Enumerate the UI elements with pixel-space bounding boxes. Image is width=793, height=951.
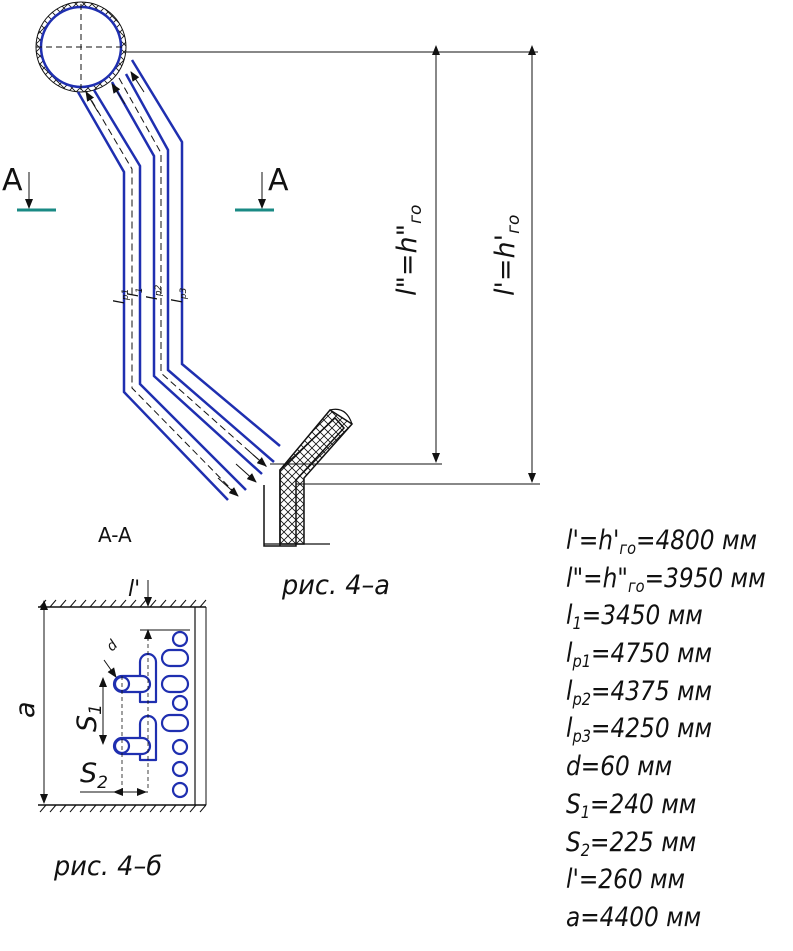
dim-label-outer: l'=h'го [490,215,524,296]
parameter-text: l"=h" [566,562,628,594]
dim-outer-sub: го [504,215,524,234]
parameter-value: =4375 мм [591,675,713,707]
section-mark-label-left: A [2,163,23,198]
section-mark-left: A [2,163,56,212]
parameter-subscript: 1 [580,802,591,823]
section-title: A-A [98,523,132,547]
tube-centerlines [85,77,269,496]
fig-4b: A-A [10,523,207,882]
dim-outer-text: l'=h' [490,234,521,296]
parameter-value: =3450 мм [581,600,703,632]
parameter-row: l'=260 мм [566,861,757,899]
parameter-row: S2=225 мм [566,824,757,862]
tube-labels: lp1 l1 lp2 lp3 [112,284,189,304]
section-mark-right: A [235,163,289,212]
parameter-text: l [566,638,573,670]
parameter-row: l"=h"го=3950 мм [566,560,766,598]
parameter-row: lp1=4750 мм [566,635,757,673]
riser-tubes [76,59,281,501]
parameter-text: S [566,788,581,820]
label-lp3: l [170,299,186,303]
parameter-value: =3950 мм [644,562,766,594]
parameter-row: d=60 мм [566,748,757,786]
section-tubes [112,630,190,799]
parameter-value: =4800 мм [636,525,758,556]
parameter-subscript: 2 [580,840,591,861]
label-lp1: l [112,300,128,304]
parameter-text: S [566,826,581,858]
parameter-value: =225 мм [590,826,697,858]
parameter-row: lp3=4250 мм [566,710,757,748]
dim-label-d: d [104,637,122,655]
svg-text:lp3: lp3 [170,287,189,303]
svg-text:lp2: lp2 [145,284,164,300]
parameter-subscript: p2 [572,689,592,710]
parameter-subscript: го [627,576,645,597]
parameter-row: lp2=4375 мм [566,673,757,711]
dim-s1-sub: 1 [86,704,106,715]
dim-s2-text: S [80,758,97,789]
parameter-value: =4750 мм [591,638,713,670]
parameter-text: l [566,600,573,632]
parameter-text: l'=h' [566,525,620,556]
dim-s2-sub: 2 [97,773,108,793]
furnace-wall [263,408,354,547]
dim-s1-text: S [72,715,103,732]
dim-inner-sub: го [406,205,426,224]
caption-fig-4b: рис. 4–б [53,851,162,882]
flow-arrows [85,71,267,497]
svg-text:l1: l1 [126,287,145,297]
label-lp2: l [145,296,161,300]
parameter-subscript: 1 [572,614,582,635]
dim-label-a: a [10,701,41,718]
parameter-subscript: p1 [572,652,592,673]
wall-top [38,599,207,608]
caption-fig-4a: рис. 4–а [281,570,390,601]
wall-bottom [38,804,207,813]
section-mark-label-right: A [268,163,289,198]
dimension-lines-b [40,580,190,804]
parameter-row: l1=3450 мм [566,597,757,635]
parameter-text: a=4400 мм [566,901,702,933]
label-lp2-sub: p2 [154,284,164,297]
dim-label-s1: S1 [72,704,106,732]
dim-label-l-prime: l' [128,577,140,602]
dim-label-inner: l"=h"го [392,205,426,296]
parameter-row: l'=h'го=4800 мм [566,522,757,560]
drum [35,1,127,93]
parameter-text: l [566,713,573,745]
label-lp1-sub: p1 [121,289,131,301]
section-tube-axes [121,630,149,790]
parameter-subscript: p3 [572,727,592,748]
parameter-text: d=60 мм [566,751,673,783]
label-l1-sub: 1 [135,287,145,293]
svg-text:lp1: lp1 [112,289,131,304]
parameter-row: a=4400 мм [566,899,757,937]
parameter-row: S1=240 мм [566,786,757,824]
parameter-text: l [566,675,573,707]
parameter-subscript: го [619,539,637,559]
dim-inner-text: l"=h" [392,224,423,296]
parameter-text: l'=260 мм [566,864,686,896]
parameter-value: =240 мм [590,788,697,820]
label-lp3-sub: p3 [179,287,189,300]
parameter-value: =4250 мм [591,713,713,745]
dimension-lines-a [126,45,540,485]
fig-4a: A A lp1 l1 lp2 lp3 l"=h"го l [2,1,540,601]
dim-label-s2: S2 [80,758,108,793]
label-l1: l [126,293,142,297]
